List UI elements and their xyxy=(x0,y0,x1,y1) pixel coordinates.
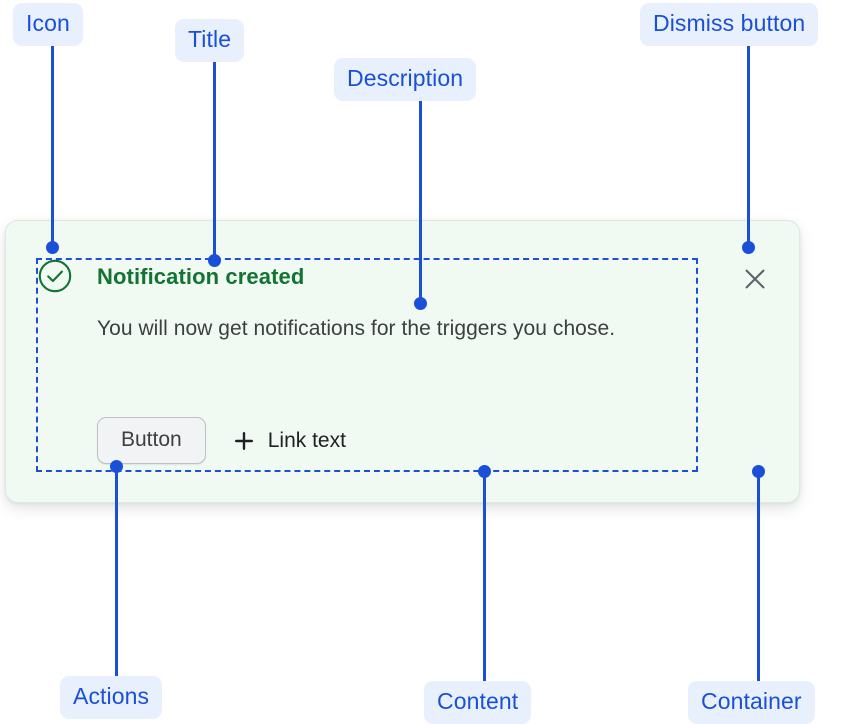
close-icon xyxy=(742,266,768,295)
annotation-dot-dismiss xyxy=(742,241,755,254)
annotation-dot-icon xyxy=(46,241,59,254)
annotation-dot-actions xyxy=(110,460,123,473)
annotation-label-icon: Icon xyxy=(13,3,83,46)
action-link[interactable]: Link text xyxy=(234,429,346,453)
notification-description: You will now get notifications for the t… xyxy=(97,317,616,340)
annotation-label-actions: Actions xyxy=(60,676,163,719)
annotation-label-title: Title xyxy=(175,19,245,62)
annotation-line-icon xyxy=(51,42,54,247)
annotation-dot-title xyxy=(208,254,221,267)
check-circle-icon xyxy=(38,259,72,293)
content-outline xyxy=(36,258,698,472)
plus-icon xyxy=(234,431,254,451)
annotation-dot-container xyxy=(752,465,765,478)
notification-container: Notification created You will now get no… xyxy=(5,220,800,503)
action-button[interactable]: Button xyxy=(97,417,206,464)
annotation-line-title xyxy=(213,58,216,260)
annotation-label-description: Description xyxy=(334,58,477,101)
annotation-label-container: Container xyxy=(688,681,815,724)
annotation-line-dismiss xyxy=(747,42,750,247)
annotation-dot-description xyxy=(414,297,427,310)
action-link-label: Link text xyxy=(267,428,346,452)
annotation-line-actions xyxy=(115,471,118,676)
annotation-label-dismiss: Dismiss button xyxy=(640,3,819,46)
annotation-line-container xyxy=(757,476,760,681)
notification-title: Notification created xyxy=(97,264,305,289)
annotation-line-description xyxy=(419,97,422,303)
annotation-label-content: Content xyxy=(424,681,532,724)
notification-actions: Button Link text xyxy=(97,417,346,464)
annotation-line-content xyxy=(483,476,486,681)
dismiss-button[interactable] xyxy=(739,264,771,296)
annotation-dot-content xyxy=(478,465,491,478)
